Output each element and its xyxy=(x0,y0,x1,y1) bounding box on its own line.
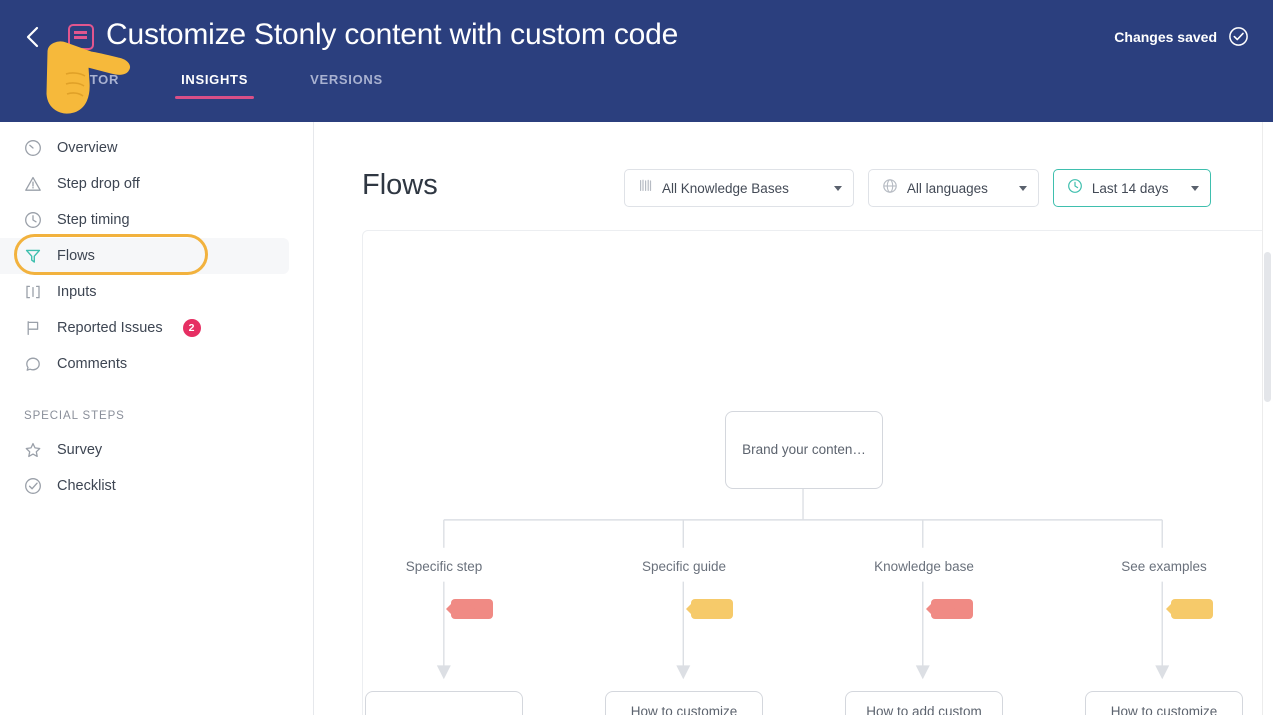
tab-versions[interactable]: VERSIONS xyxy=(310,72,383,87)
knowledge-base-filter[interactable]: All Knowledge Bases xyxy=(624,169,854,207)
save-status: Changes saved xyxy=(1114,26,1249,47)
flows-highlight-ring xyxy=(14,234,208,275)
comment-icon xyxy=(24,355,42,373)
sidebar-item-label: Overview xyxy=(57,140,118,156)
page-scrollbar-track[interactable] xyxy=(1262,122,1273,715)
page-title: Customize Stonly content with custom cod… xyxy=(106,18,679,51)
flow-diagram-card: Brand your conten… Specific step Specifi… xyxy=(362,230,1263,715)
branch-percent-badge: 33% xyxy=(686,599,733,619)
books-icon xyxy=(638,178,653,198)
chevron-left-icon xyxy=(26,26,39,48)
brackets-icon xyxy=(24,283,42,301)
flow-root-node[interactable]: Brand your conten… xyxy=(725,411,883,489)
branch-label: See examples xyxy=(1121,559,1207,574)
sidebar-item-flows[interactable]: Flows xyxy=(0,234,289,275)
filter-bar: All Knowledge Bases All languages xyxy=(624,169,1212,207)
sidebar-item-label: Comments xyxy=(57,356,128,372)
flow-canvas: Brand your conten… Specific step Specifi… xyxy=(363,231,1263,715)
sidebar-item-step-drop-off[interactable]: Step drop off xyxy=(0,166,289,202)
sidebar-item-step-timing[interactable]: Step timing xyxy=(0,202,289,238)
flows-header: Flows xyxy=(362,169,438,202)
filter-label: All languages xyxy=(906,180,988,196)
status-badge: 2 xyxy=(182,319,201,337)
funnel-icon xyxy=(24,247,42,265)
main-content: Flows All Knowledge Bases All languages xyxy=(315,122,1263,715)
branch-percent-badge: 29% xyxy=(1166,599,1213,619)
warning-triangle-icon xyxy=(24,175,42,193)
chevron-down-icon xyxy=(1191,185,1200,191)
flow-leaf-node[interactable]: How to customize specific guides with cu… xyxy=(605,691,763,715)
tab-editor[interactable]: EDITOR xyxy=(66,72,120,87)
star-icon xyxy=(24,441,42,459)
sidebar-item-survey[interactable]: Survey xyxy=(0,432,289,468)
sidebar-item-reported-issues[interactable]: Reported Issues 2 xyxy=(0,310,289,346)
globe-icon xyxy=(882,178,898,199)
sidebar-item-label: Checklist xyxy=(57,478,116,494)
branch-label: Specific guide xyxy=(641,559,727,574)
flow-leaf-node[interactable]: How to add custom code to the knowledge … xyxy=(845,691,1003,715)
sidebar-item-label: Inputs xyxy=(57,284,97,300)
header-tabs: EDITOR INSIGHTS VERSIONS xyxy=(60,72,439,99)
section-title: Flows xyxy=(362,169,438,201)
language-filter[interactable]: All languages xyxy=(867,169,1039,207)
branch-percent-badge: 10% xyxy=(926,599,973,619)
sidebar-item-label: Reported Issues xyxy=(57,320,163,336)
analytics-sidebar: Overview Step drop off Step timing F xyxy=(0,122,314,715)
flag-icon xyxy=(24,319,42,337)
flow-leaf-node[interactable]: Customize guides and steps with CSS xyxy=(365,691,523,715)
filter-label: Last 14 days xyxy=(1091,180,1169,196)
sidebar-item-comments[interactable]: Comments xyxy=(0,346,289,382)
check-circle-icon xyxy=(1229,27,1248,46)
stonly-card-icon xyxy=(68,24,94,50)
gauge-icon xyxy=(24,139,42,157)
tab-insights[interactable]: INSIGHTS xyxy=(175,72,255,99)
branch-label: Specific step xyxy=(405,559,483,574)
date-range-filter[interactable]: Last 14 days xyxy=(1052,169,1212,207)
sidebar-item-label: Step timing xyxy=(57,212,130,228)
sidebar-item-inputs[interactable]: Inputs xyxy=(0,274,289,310)
app-header: Customize Stonly content with custom cod… xyxy=(0,0,1273,122)
branch-percent-badge: 19% xyxy=(446,599,493,619)
sidebar-item-label: Step drop off xyxy=(57,176,140,192)
flow-connectors xyxy=(436,488,1170,680)
clock-icon xyxy=(1067,178,1083,199)
filter-label: All Knowledge Bases xyxy=(662,180,789,196)
check-circle-icon xyxy=(24,477,42,495)
chevron-down-icon xyxy=(833,185,842,191)
chevron-down-icon xyxy=(1018,185,1027,191)
page-scrollbar-thumb[interactable] xyxy=(1264,252,1271,402)
sidebar-item-label: Flows xyxy=(57,248,95,264)
sidebar-item-checklist[interactable]: Checklist xyxy=(0,468,289,504)
sidebar-item-overview[interactable]: Overview xyxy=(0,130,289,166)
clock-icon xyxy=(24,211,42,229)
sidebar-section-title: SPECIAL STEPS xyxy=(24,410,125,422)
back-button[interactable] xyxy=(18,22,48,52)
flow-leaf-node[interactable]: How to customize your guides with CSS co… xyxy=(1085,691,1243,715)
save-status-label: Changes saved xyxy=(1114,28,1217,45)
branch-label: Knowledge base xyxy=(874,559,974,574)
sidebar-item-label: Survey xyxy=(57,442,103,458)
